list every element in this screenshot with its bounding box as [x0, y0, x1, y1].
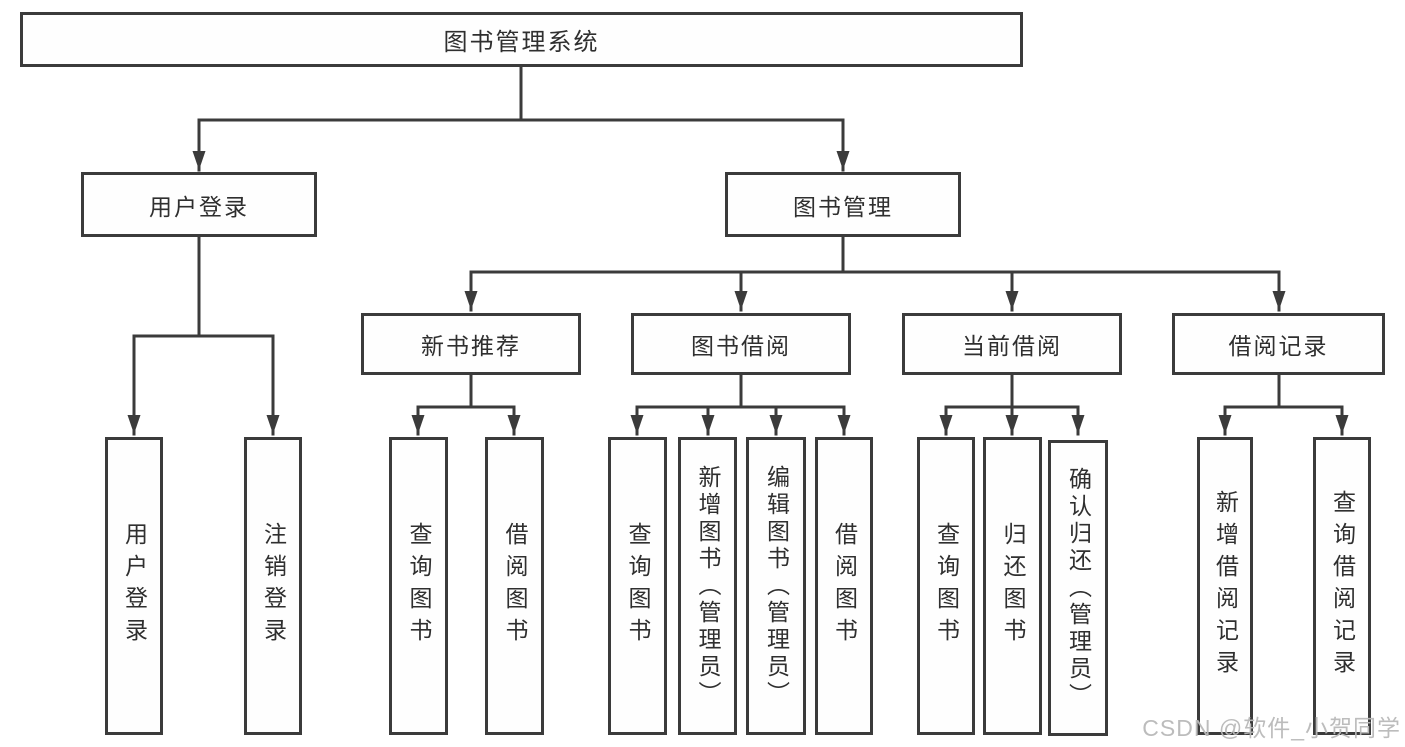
node-book-management: 图书管理 — [725, 172, 961, 237]
node-current-query-books: 查询图书 — [917, 437, 975, 735]
node-borrowing-borrow-books: 借阅图书 — [815, 437, 873, 735]
node-records-query-record: 查询借阅记录 — [1313, 437, 1371, 735]
node-current-confirm-return: 确认归还（管理员） — [1048, 440, 1108, 736]
node-book-borrowing: 图书借阅 — [631, 313, 851, 375]
node-new-book-recommend: 新书推荐 — [361, 313, 581, 375]
node-leaf-logout: 注销登录 — [244, 437, 302, 735]
watermark: CSDN @软件_小贺同学 — [1142, 715, 1401, 741]
node-leaf-user-login: 用户登录 — [105, 437, 163, 735]
node-recommend-query-books: 查询图书 — [389, 437, 448, 735]
node-borrowing-add-books: 新增图书（管理员） — [678, 437, 737, 735]
node-borrowing-edit-books: 编辑图书（管理员） — [746, 437, 806, 735]
node-current-return-books: 归还图书 — [983, 437, 1042, 735]
node-borrowing-query-books: 查询图书 — [608, 437, 667, 735]
node-recommend-borrow-books: 借阅图书 — [485, 437, 544, 735]
node-borrowing-records: 借阅记录 — [1172, 313, 1385, 375]
node-records-add-record: 新增借阅记录 — [1197, 437, 1253, 735]
node-current-borrowing: 当前借阅 — [902, 313, 1122, 375]
node-user-login: 用户登录 — [81, 172, 317, 237]
node-root: 图书管理系统 — [20, 12, 1023, 67]
